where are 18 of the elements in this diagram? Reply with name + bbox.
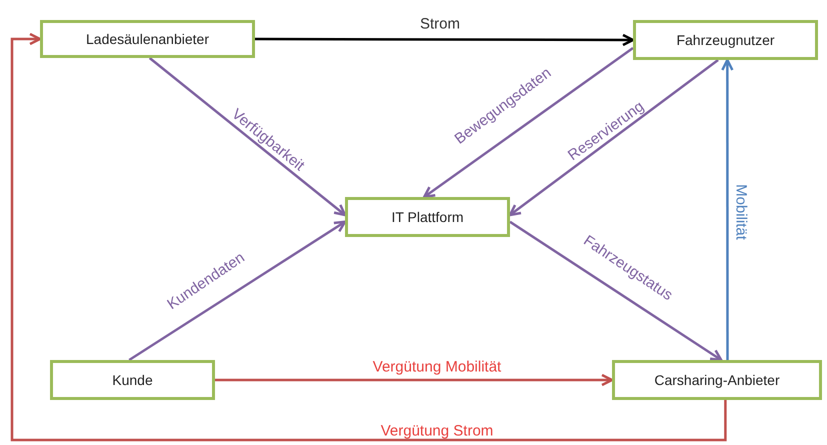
edge-label: Vergütung Mobilität	[372, 358, 502, 376]
edge-label: Vergütung Strom	[380, 422, 494, 440]
arrow	[215, 374, 614, 386]
edge-label: Strom	[420, 16, 460, 32]
process-box: Carsharing-Anbieter	[612, 360, 822, 400]
arrow	[10, 32, 727, 442]
arrow	[148, 57, 346, 216]
process-box: IT Plattform	[345, 197, 510, 237]
arrow	[508, 59, 719, 216]
arrow	[422, 46, 634, 198]
arrow	[721, 58, 734, 360]
process-box: Fahrzeugnutzer	[633, 20, 818, 60]
arrow	[509, 220, 722, 362]
arrow	[128, 220, 346, 362]
arrow	[255, 34, 634, 46]
process-box: Ladesäulenanbieter	[40, 20, 255, 58]
process-box: Kunde	[50, 360, 215, 400]
edge-label: Mobilität	[732, 184, 750, 240]
